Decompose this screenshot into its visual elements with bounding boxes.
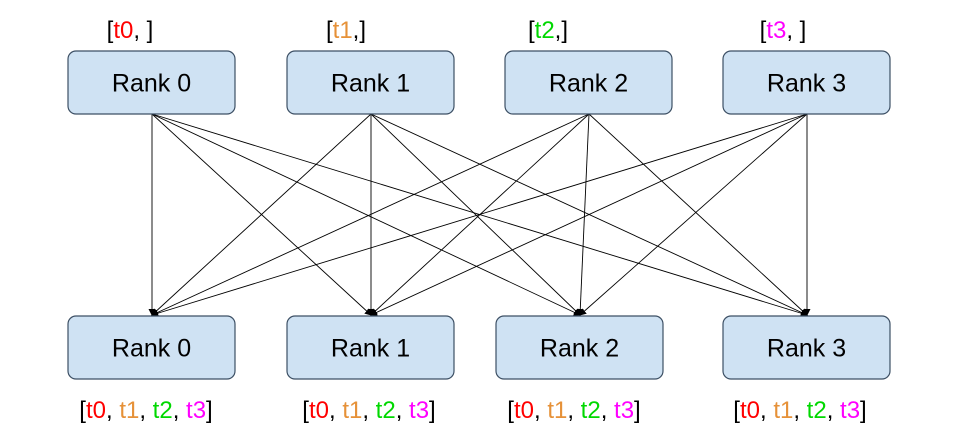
top-rank-3-tensors: [t3, ] — [760, 17, 807, 44]
bottom-rank-3-tensors-tensor-t1: t1 — [773, 397, 793, 424]
top-rank-0-tensors-open-bracket: [ — [107, 17, 114, 44]
bottom-rank-3-tensors-tensor-t2: t2 — [807, 397, 827, 424]
bottom-rank-1-box: Rank 1 — [286, 315, 455, 380]
bottom-rank-1-tensors-tensor-t0: t0 — [309, 397, 329, 424]
top-rank-2-tensors-open-bracket: [ — [528, 17, 535, 44]
bottom-rank-2-tensors-tensor-t3: t3 — [614, 397, 634, 424]
bottom-rank-0-box-shape — [67, 315, 236, 380]
bottom-rank-0-box-label: Rank 0 — [112, 335, 191, 363]
bottom-rank-2-tensors: [t0, t1, t2, t3] — [507, 397, 640, 424]
bottom-rank-1-tensors-separator: , — [362, 397, 375, 424]
bottom-rank-1-tensors-tensor-t3: t3 — [409, 397, 429, 424]
top-rank-0-tensors-tensor-t0: t0 — [113, 17, 133, 44]
arrow-rank1-to-rank0 — [151, 113, 372, 316]
arrow-rank2-to-rank0 — [151, 113, 590, 316]
bottom-rank-0-tensors-close-bracket: ] — [206, 397, 213, 424]
bottom-rank-2-tensors-tensor-t2: t2 — [581, 397, 601, 424]
top-rank-1-box-shape — [286, 50, 455, 115]
top-rank-0-tensors-close-bracket: ] — [147, 17, 154, 44]
top-rank-2-tensors-suffix: , — [555, 17, 562, 44]
top-rank-2-box-shape — [504, 50, 673, 115]
bottom-rank-0-tensors-tensor-t2: t2 — [153, 397, 173, 424]
top-rank-2-tensors: [t2,] — [528, 17, 568, 44]
bottom-rank-3-tensors-separator: , — [760, 397, 773, 424]
bottom-rank-1-tensors-tensor-t1: t1 — [342, 397, 362, 424]
bottom-rank-0-tensors-tensor-t0: t0 — [86, 397, 106, 424]
arrow-rank2-to-rank3 — [588, 113, 808, 316]
bottom-rank-2-box-shape — [495, 315, 664, 380]
arrow-rank3-to-rank1 — [370, 113, 808, 316]
bottom-rank-2-box-label: Rank 2 — [540, 335, 619, 363]
bottom-rank-2-tensors-separator: , — [601, 397, 614, 424]
bottom-rank-0-tensors-tensor-t1: t1 — [119, 397, 139, 424]
bottom-rank-1-tensors: [t0, t1, t2, t3] — [302, 397, 435, 424]
bottom-rank-3-tensors-separator: , — [793, 397, 806, 424]
top-rank-1-tensors: [t1,] — [326, 17, 366, 44]
bottom-rank-0-tensors-separator: , — [106, 397, 119, 424]
bottom-rank-2-tensors-separator: , — [534, 397, 547, 424]
bottom-rank-1-box-label: Rank 1 — [331, 335, 410, 363]
top-rank-3-tensors-suffix: , — [786, 17, 799, 44]
top-rank-3-tensors-tensor-t3: t3 — [766, 17, 786, 44]
bottom-rank-1-tensors-close-bracket: ] — [429, 397, 436, 424]
top-rank-1-tensors-suffix: , — [353, 17, 360, 44]
bottom-rank-3-tensors-tensor-t0: t0 — [740, 397, 760, 424]
bottom-rank-1-tensors-separator: , — [329, 397, 342, 424]
bottom-rank-1-box-shape — [286, 315, 455, 380]
bottom-rank-2-box: Rank 2 — [495, 315, 664, 380]
arrow-rank0-to-rank2 — [151, 113, 581, 316]
top-rank-2-tensors-close-bracket: ] — [561, 17, 568, 44]
bottom-rank-2-tensors-tensor-t0: t0 — [514, 397, 534, 424]
bottom-rank-1-tensors-separator: , — [396, 397, 409, 424]
bottom-rank-2-tensors-open-bracket: [ — [507, 397, 514, 424]
bottom-rank-3-box-label: Rank 3 — [767, 335, 846, 363]
arrow-rank3-to-rank0 — [151, 113, 808, 317]
top-rank-3-tensors-open-bracket: [ — [760, 17, 767, 44]
bottom-rank-3-box-shape — [722, 315, 891, 380]
top-rank-1-tensors-close-bracket: ] — [359, 17, 366, 44]
top-rank-1-box: Rank 1 — [286, 50, 455, 115]
bottom-rank-0-tensors-separator: , — [139, 397, 152, 424]
top-rank-2-box: Rank 2 — [504, 50, 673, 115]
bottom-rank-2-tensors-separator: , — [567, 397, 580, 424]
bottom-rank-3-tensors-separator: , — [827, 397, 840, 424]
bottom-rank-1-tensors-open-bracket: [ — [302, 397, 309, 424]
top-rank-1-tensors-tensor-t1: t1 — [333, 17, 353, 44]
top-rank-2-box-label: Rank 2 — [549, 70, 628, 98]
bottom-rank-2-tensors-close-bracket: ] — [634, 397, 641, 424]
bottom-rank-0-tensors-tensor-t3: t3 — [186, 397, 206, 424]
arrow-rank3-to-rank2 — [579, 113, 808, 316]
top-rank-2-tensors-tensor-t2: t2 — [535, 17, 555, 44]
top-rank-3-box-label: Rank 3 — [767, 70, 846, 98]
top-rank-3-tensors-close-bracket: ] — [800, 17, 807, 44]
top-rank-1-box-label: Rank 1 — [331, 70, 410, 98]
bottom-rank-2-tensors-tensor-t1: t1 — [547, 397, 567, 424]
bottom-rank-0-box: Rank 0 — [67, 315, 236, 380]
top-rank-0-box: Rank 0 — [67, 50, 236, 115]
bottom-rank-0-tensors: [t0, t1, t2, t3] — [79, 397, 212, 424]
arrow-rank2-to-rank2 — [576, 113, 590, 316]
bottom-rank-3-tensors-open-bracket: [ — [733, 397, 740, 424]
top-rank-1-tensors-open-bracket: [ — [326, 17, 333, 44]
bottom-rank-0-tensors-separator: , — [173, 397, 186, 424]
arrow-rank1-to-rank2 — [370, 113, 581, 316]
tensor-labels: [t0, ][t1,][t2,][t3, ][t0, t1, t2, t3][t… — [79, 17, 866, 424]
top-rank-0-box-label: Rank 0 — [112, 70, 191, 98]
bottom-rank-3-box: Rank 3 — [722, 315, 891, 380]
bottom-rank-3-tensors: [t0, t1, t2, t3] — [733, 397, 866, 424]
bottom-rank-3-tensors-tensor-t3: t3 — [840, 397, 860, 424]
top-rank-0-tensors-suffix: , — [133, 17, 146, 44]
connection-arrows — [148, 113, 811, 317]
top-rank-0-box-shape — [67, 50, 236, 115]
bottom-rank-1-tensors-tensor-t2: t2 — [376, 397, 396, 424]
top-rank-3-box: Rank 3 — [722, 50, 891, 115]
bottom-rank-3-tensors-close-bracket: ] — [860, 397, 867, 424]
rank-boxes: Rank 0 Rank 1 Rank 2 Rank 3 Rank 0 Rank 1 Rank… — [67, 50, 891, 380]
bottom-rank-0-tensors-open-bracket: [ — [79, 397, 86, 424]
top-rank-0-tensors: [t0, ] — [107, 17, 154, 44]
top-rank-3-box-shape — [722, 50, 891, 115]
